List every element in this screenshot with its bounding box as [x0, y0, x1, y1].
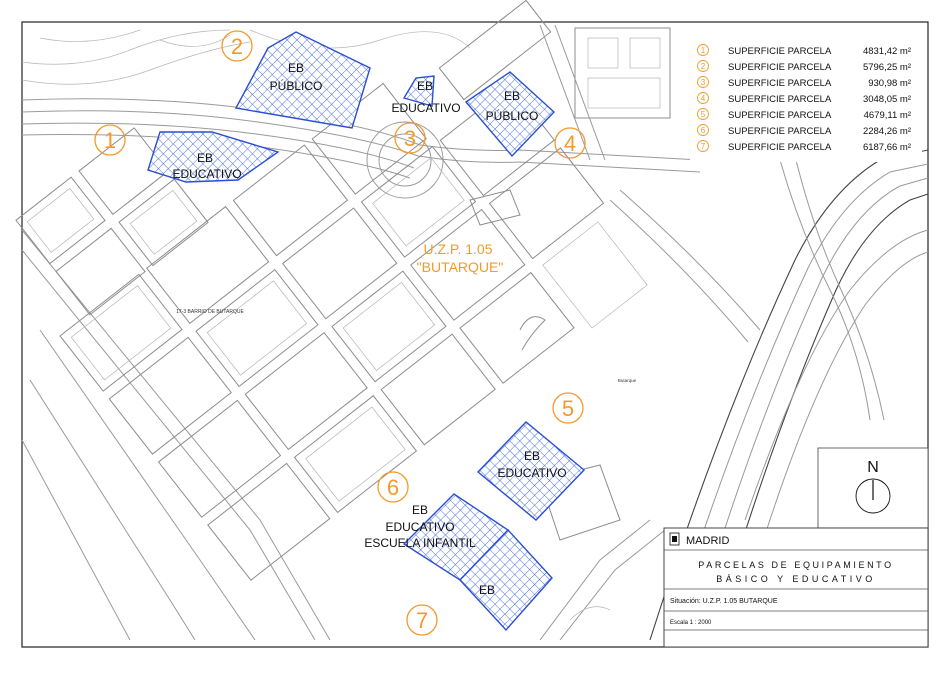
legend-label-2: SUPERFICIE PARCELA	[728, 62, 832, 73]
base-cartography	[15, 0, 929, 641]
title-block: MADRID PARCELAS DE EQUIPAMIENTO BÁSICO Y…	[663, 527, 929, 648]
parcel-7-eb: EB	[479, 583, 495, 597]
parcel-number-6: 6	[387, 475, 399, 500]
uzp-name: "BUTARQUE"	[417, 259, 504, 275]
parcel-number-4: 4	[564, 131, 576, 156]
parcel-2-eb: EB	[288, 61, 304, 75]
legend-area-7: 6187,66 m²	[863, 142, 911, 153]
parcel-4[interactable]	[464, 71, 556, 158]
plan-title-line1: PARCELAS DE EQUIPAMIENTO	[698, 560, 893, 570]
parcel-5[interactable]	[476, 421, 586, 521]
legend-num-5: 5	[701, 110, 706, 119]
parcel-7[interactable]	[459, 528, 553, 632]
parcel-4-eb: EB	[504, 89, 520, 103]
legend-label-6: SUPERFICIE PARCELA	[728, 126, 832, 137]
parcel-1[interactable]	[147, 131, 280, 183]
legend-label-5: SUPERFICIE PARCELA	[728, 110, 832, 121]
legend-label-4: SUPERFICIE PARCELA	[728, 94, 832, 105]
parcel-5-eb: EB	[524, 449, 540, 463]
parcel-1-use: EDUCATIVO	[172, 167, 241, 181]
north-label: N	[867, 459, 879, 476]
parcel-1-eb: EB	[197, 151, 213, 165]
legend-area-2: 5796,25 m²	[863, 62, 911, 73]
parcel-number-7: 7	[416, 608, 428, 633]
north-arrow: N	[817, 447, 929, 529]
butarque-label: Butarque	[618, 378, 637, 383]
parcel-3[interactable]	[402, 75, 435, 107]
legend-num-4: 4	[701, 94, 706, 103]
legend-label-7: SUPERFICIE PARCELA	[728, 142, 832, 153]
plan-title-line2: BÁSICO Y EDUCATIVO	[716, 574, 876, 584]
legend-label-1: SUPERFICIE PARCELA	[728, 46, 832, 57]
escala-text: Escala 1 : 2000	[670, 620, 712, 626]
legend-num-7: 7	[701, 142, 706, 151]
uzp-code: U.Z.P. 1.05	[423, 241, 492, 257]
legend-area-4: 3048,05 m²	[863, 94, 911, 105]
legend-num-6: 6	[701, 126, 706, 135]
parcel-labels: EB EDUCATIVO EB PÚBLICO EB EDUCATIVO EB …	[172, 61, 636, 597]
parcel-number-3: 3	[404, 126, 416, 151]
parcel-5-use: EDUCATIVO	[497, 466, 566, 480]
parcel-number-5: 5	[562, 396, 574, 421]
legend-area-1: 4831,42 m²	[863, 46, 911, 57]
legend-area-6: 2284,26 m²	[863, 126, 911, 137]
parcel-3-use: EDUCATIVO	[391, 101, 460, 115]
legend-area-3: 930,98 m²	[868, 78, 911, 89]
legend-label-3: SUPERFICIE PARCELA	[728, 78, 832, 89]
parcel-6-use: EDUCATIVO	[385, 520, 454, 534]
barrio-label: 17-3 BARRIO DE BUTARQUE	[176, 309, 244, 315]
parcel-3-eb: EB	[417, 79, 433, 93]
parcel-number-2: 2	[231, 34, 243, 59]
legend-num-2: 2	[701, 62, 706, 71]
parcel-2-use: PÚBLICO	[270, 78, 323, 93]
parcel-2[interactable]	[234, 31, 371, 129]
parcel-number-1: 1	[104, 128, 116, 153]
legend-num-3: 3	[701, 78, 706, 87]
situacion-text: Situación: U.Z.P. 1.05 BUTARQUE	[670, 598, 778, 605]
legend-area-5: 4679,11 m²	[864, 110, 911, 121]
area-legend: 1 SUPERFICIE PARCELA 4831,42 m² 2 SUPERF…	[690, 32, 922, 162]
parcel-6-eb: EB	[412, 503, 428, 517]
parcel-numbers: 1 2 3 4 5 6 7	[94, 30, 586, 636]
city-name: MADRID	[686, 535, 729, 547]
madrid-crest-icon	[669, 532, 680, 546]
parcel-4-use: PÚBLICO	[486, 108, 539, 123]
legend-num-1: 1	[701, 46, 706, 55]
parcels	[147, 31, 586, 632]
parcel-6-use2: ESCUELA INFANTIL	[364, 536, 476, 550]
